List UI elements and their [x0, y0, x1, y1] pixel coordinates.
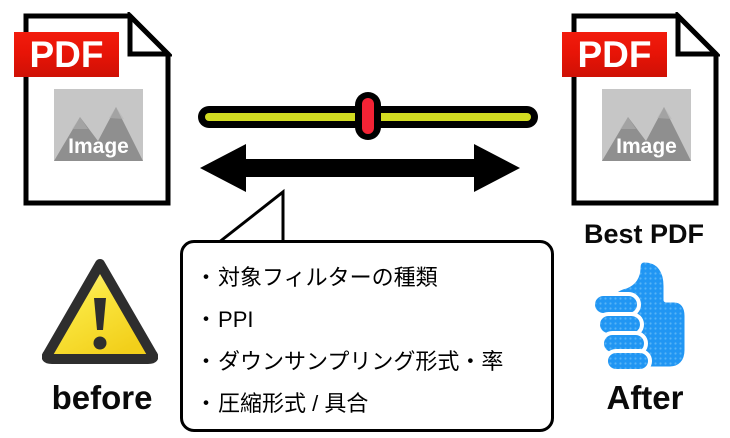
slider-handle[interactable] [355, 92, 381, 140]
after-label: After [606, 379, 684, 416]
list-item: ・PPI [195, 299, 541, 341]
callout-tail [215, 186, 325, 246]
pdf-document-before: PDF Image [14, 12, 172, 207]
slider-handle-knob[interactable] [362, 98, 374, 134]
bullet-glyph: ・ [195, 307, 218, 332]
list-item: ・ダウンサンプリング形式・率 [195, 341, 541, 383]
warning-triangle-icon [42, 258, 158, 364]
list-item-label: ダウンサンプリング形式・率 [218, 349, 504, 374]
image-placeholder: Image [54, 89, 143, 161]
mountain-icon [602, 107, 691, 161]
bullet-glyph: ・ [195, 265, 218, 290]
thumbs-up-icon [588, 256, 692, 376]
image-placeholder-label: Image [68, 135, 129, 158]
callout-bubble: ・対象フィルターの種類 ・PPI ・ダウンサンプリング形式・率 ・圧縮形式 / … [180, 240, 554, 432]
image-placeholder: Image [602, 89, 691, 161]
pdf-badge-label: PDF [14, 32, 119, 77]
list-item-label: 対象フィルターの種類 [218, 265, 438, 290]
mountain-icon [54, 107, 143, 161]
quality-slider[interactable] [198, 92, 538, 140]
best-pdf-caption: Best PDF [583, 219, 705, 249]
list-item: ・圧縮形式 / 具合 [195, 383, 541, 425]
image-placeholder-label: Image [616, 135, 677, 158]
bullet-glyph: ・ [195, 349, 218, 374]
callout-list: ・対象フィルターの種類 ・PPI ・ダウンサンプリング形式・率 ・圧縮形式 / … [183, 243, 551, 429]
double-headed-arrow-icon [200, 142, 520, 194]
list-item: ・対象フィルターの種類 [195, 257, 541, 299]
list-item-label: 圧縮形式 / 具合 [218, 391, 369, 416]
bullet-glyph: ・ [195, 391, 218, 416]
list-item-label: PPI [218, 307, 254, 332]
pdf-badge-label: PDF [562, 32, 667, 77]
before-label: before [51, 379, 153, 416]
pdf-document-after: PDF Image [562, 12, 720, 207]
